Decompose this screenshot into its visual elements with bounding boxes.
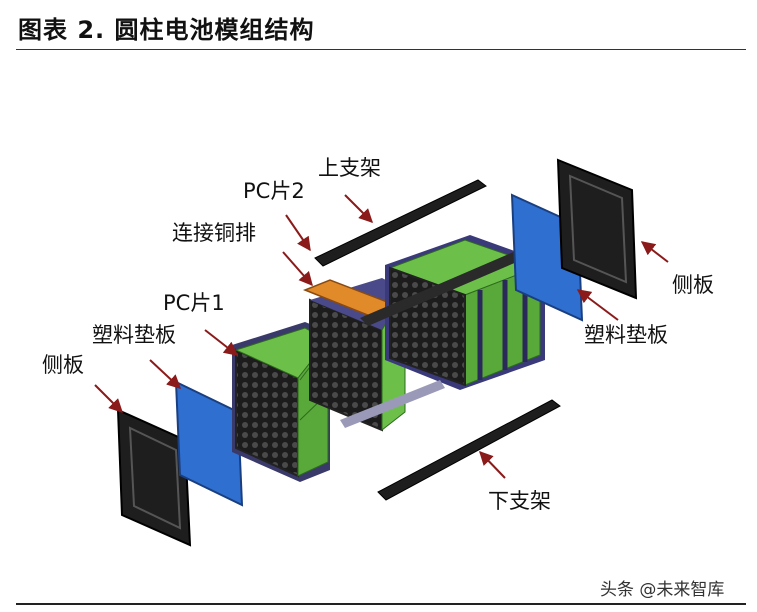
- label-plastic-pad-right: 塑料垫板: [584, 323, 668, 347]
- rear-cell-block: [385, 235, 545, 390]
- side-plate-right: [556, 158, 638, 300]
- label-copper-busbar: 连接铜排: [172, 221, 256, 245]
- side-plate-left: [116, 408, 192, 547]
- label-pc-sheet-1: PC片1: [163, 291, 225, 315]
- label-lower-bracket: 下支架: [488, 489, 551, 513]
- front-cell-module: [232, 322, 330, 482]
- top-divider: [16, 49, 746, 50]
- figure-title: 图表 2. 圆柱电池模组结构: [18, 16, 315, 44]
- watermark: 头条 @未来智库: [600, 580, 725, 600]
- upper-bracket: [314, 179, 487, 267]
- label-upper-bracket: 上支架: [318, 156, 381, 180]
- label-side-plate-left: 侧板: [42, 353, 84, 377]
- callout-arrows: [94, 194, 669, 479]
- label-pc-sheet-2: PC片2: [243, 179, 305, 203]
- label-plastic-pad-left: 塑料垫板: [92, 323, 176, 347]
- label-side-plate-right: 侧板: [672, 273, 714, 297]
- bottom-divider: [16, 603, 746, 605]
- plastic-pad-left: [174, 380, 244, 507]
- lower-bracket: [377, 399, 561, 501]
